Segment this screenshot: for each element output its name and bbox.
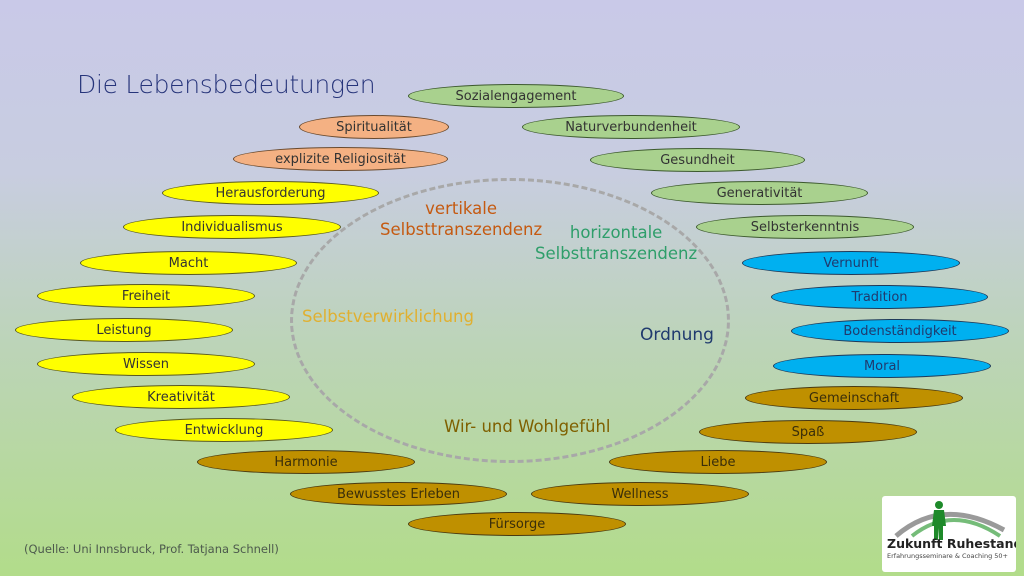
item-freiheit: Freiheit bbox=[37, 284, 255, 308]
item-entwicklung: Entwicklung bbox=[115, 418, 333, 442]
category-horizontal-label: horizontale Selbsttranszendenz bbox=[535, 222, 697, 264]
item-liebe: Liebe bbox=[609, 450, 827, 474]
item-explizite-religiositaet: explizite Religiosität bbox=[233, 147, 448, 171]
item-harmonie: Harmonie bbox=[197, 450, 415, 474]
item-generativitaet: Generativität bbox=[651, 181, 868, 205]
item-sozialengagement: Sozialengagement bbox=[408, 84, 624, 108]
category-order-label: Ordnung bbox=[640, 325, 714, 345]
logo: Zukunft Ruhestand Erfahrungsseminare & C… bbox=[882, 496, 1016, 572]
category-self-label: Selbstverwirklichung bbox=[302, 307, 474, 326]
item-wissen: Wissen bbox=[37, 352, 255, 376]
category-vertical-label: vertikale Selbsttranszendenz bbox=[380, 198, 542, 240]
item-tradition: Tradition bbox=[771, 285, 988, 309]
category-horizontal-line1: horizontale bbox=[569, 223, 663, 242]
page-title: Die Lebensbedeutungen bbox=[77, 70, 376, 99]
category-vertical-line2: Selbsttranszendenz bbox=[380, 220, 543, 239]
item-macht: Macht bbox=[80, 251, 297, 275]
item-spiritualitaet: Spiritualität bbox=[299, 115, 449, 139]
item-bodenstaendigkeit: Bodenständigkeit bbox=[791, 319, 1009, 343]
category-we-label: Wir- und Wohlgefühl bbox=[444, 417, 611, 436]
item-vernunft: Vernunft bbox=[742, 251, 960, 275]
logo-tagline: Erfahrungsseminare & Coaching 50+ bbox=[887, 552, 1008, 560]
logo-person-arc-icon bbox=[894, 501, 1006, 540]
item-herausforderung: Herausforderung bbox=[162, 181, 379, 205]
item-spass: Spaß bbox=[699, 420, 917, 444]
item-wellness: Wellness bbox=[531, 482, 749, 506]
category-horizontal-line2: Selbsttranszendenz bbox=[535, 244, 698, 263]
item-bewusstes-erleben: Bewusstes Erleben bbox=[290, 482, 507, 506]
item-fuersorge: Fürsorge bbox=[408, 512, 626, 536]
item-naturverbundenheit: Naturverbundenheit bbox=[522, 115, 740, 139]
source-citation: (Quelle: Uni Innsbruck, Prof. Tatjana Sc… bbox=[24, 542, 279, 556]
item-moral: Moral bbox=[773, 354, 991, 378]
center-dashed-ellipse bbox=[290, 178, 730, 463]
item-leistung: Leistung bbox=[15, 318, 233, 342]
logo-name: Zukunft Ruhestand bbox=[887, 536, 1016, 551]
item-gemeinschaft: Gemeinschaft bbox=[745, 386, 963, 410]
category-vertical-line1: vertikale bbox=[425, 199, 498, 218]
item-gesundheit: Gesundheit bbox=[590, 148, 805, 172]
item-selbsterkenntnis: Selbsterkenntnis bbox=[696, 215, 914, 239]
item-individualismus: Individualismus bbox=[123, 215, 341, 239]
item-kreativitaet: Kreativität bbox=[72, 385, 290, 409]
